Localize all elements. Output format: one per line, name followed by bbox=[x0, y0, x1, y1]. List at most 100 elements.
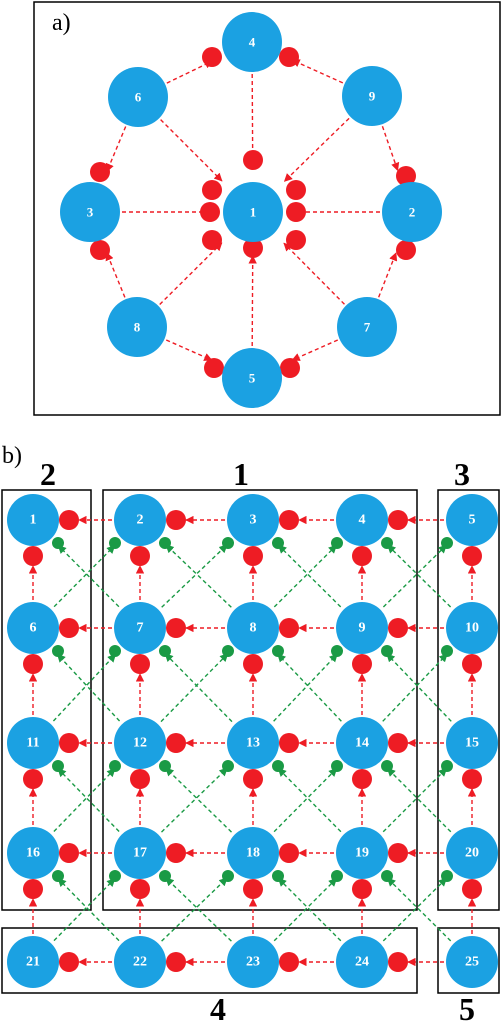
edge-6-to-1 bbox=[160, 119, 223, 182]
red-dot-below-2 bbox=[130, 546, 150, 566]
edge-6-to-3 bbox=[105, 126, 127, 173]
node-b-19-label: 19 bbox=[355, 846, 369, 861]
red-dot-below-7 bbox=[130, 654, 150, 674]
green-dot-right-4 bbox=[381, 537, 393, 549]
green-edge-13-to-9 bbox=[273, 653, 338, 722]
red-dot-a-13 bbox=[396, 166, 416, 186]
red-dot-right-3 bbox=[279, 510, 299, 530]
red-dot-a-3 bbox=[286, 180, 306, 200]
edge-6-to-4 bbox=[166, 60, 214, 84]
red-dot-below-3 bbox=[243, 546, 263, 566]
red-dot-right-13 bbox=[279, 733, 299, 753]
node-b-17 bbox=[114, 827, 166, 879]
red-dot-below-15 bbox=[462, 769, 482, 789]
node-a-9-label: 9 bbox=[369, 89, 376, 104]
node-b-13 bbox=[227, 717, 279, 769]
node-b-16 bbox=[7, 827, 59, 879]
green-dot-right-3 bbox=[272, 537, 284, 549]
red-dot-a-7 bbox=[286, 230, 306, 250]
node-b-25-label: 25 bbox=[465, 955, 479, 970]
red-dot-a-11 bbox=[90, 162, 110, 182]
green-dot-left-4 bbox=[331, 537, 343, 549]
node-a-5-label: 5 bbox=[249, 371, 256, 386]
red-dot-below-1 bbox=[23, 546, 43, 566]
panel-a-label: a) bbox=[52, 10, 71, 36]
edge-8-to-1 bbox=[159, 242, 223, 305]
node-b-4 bbox=[336, 494, 388, 546]
red-dot-right-9 bbox=[388, 618, 408, 638]
green-dot-right-18 bbox=[272, 870, 284, 882]
node-b-18-label: 18 bbox=[246, 846, 260, 861]
green-edge-12-to-6 bbox=[56, 653, 121, 722]
panel-b-green-edges bbox=[52, 544, 452, 942]
node-a-7-label: 7 bbox=[364, 320, 371, 335]
green-dot-left-3 bbox=[222, 537, 234, 549]
edge-8-to-3 bbox=[105, 251, 126, 298]
node-a-8-label: 8 bbox=[134, 320, 141, 335]
green-edge-24-to-18 bbox=[277, 877, 342, 942]
green-edge-17-to-13 bbox=[161, 767, 228, 833]
node-b-5-label: 5 bbox=[469, 513, 476, 528]
node-b-9-label: 9 bbox=[359, 621, 366, 636]
node-b-1 bbox=[7, 494, 59, 546]
green-dot-left-20 bbox=[441, 870, 453, 882]
node-b-19 bbox=[336, 827, 388, 879]
red-dot-right-24 bbox=[388, 952, 408, 972]
green-edge-13-to-7 bbox=[164, 653, 233, 723]
node-b-24 bbox=[336, 936, 388, 988]
node-a-6 bbox=[108, 67, 168, 127]
red-dot-below-9 bbox=[352, 654, 372, 674]
green-edge-15-to-9 bbox=[386, 653, 452, 722]
edge-8-to-5 bbox=[165, 339, 213, 361]
green-dot-left-10 bbox=[441, 645, 453, 657]
green-dot-right-16 bbox=[52, 870, 64, 882]
red-dot-right-19 bbox=[388, 843, 408, 863]
node-b-6-label: 6 bbox=[30, 621, 37, 636]
node-b-21-label: 21 bbox=[26, 955, 40, 970]
red-dot-right-14 bbox=[388, 733, 408, 753]
green-edge-24-to-20 bbox=[382, 877, 448, 942]
green-edge-9-to-5 bbox=[382, 544, 447, 608]
red-dot-a-4 bbox=[200, 202, 220, 222]
green-edge-8-to-2 bbox=[165, 544, 232, 608]
edge-7-to-1 bbox=[283, 242, 345, 305]
red-dot-below-14 bbox=[352, 769, 372, 789]
green-edge-14-to-10 bbox=[382, 653, 448, 722]
green-dot-left-14 bbox=[331, 760, 343, 772]
red-dot-a-6 bbox=[202, 230, 222, 250]
green-edge-19-to-13 bbox=[277, 767, 342, 833]
green-edge-7-to-3 bbox=[161, 544, 228, 608]
red-dot-right-8 bbox=[279, 618, 299, 638]
node-b-11 bbox=[7, 717, 59, 769]
node-b-7 bbox=[114, 602, 166, 654]
green-dot-left-15 bbox=[441, 760, 453, 772]
node-a-6-label: 6 bbox=[135, 90, 142, 105]
red-dot-below-20 bbox=[462, 879, 482, 899]
green-dot-left-17 bbox=[109, 870, 121, 882]
green-edge-18-to-12 bbox=[165, 767, 232, 833]
node-a-1-label: 1 bbox=[250, 205, 257, 220]
node-b-21 bbox=[7, 936, 59, 988]
green-edge-23-to-17 bbox=[165, 877, 232, 942]
group-frame-4 bbox=[1, 927, 418, 994]
node-b-3 bbox=[227, 494, 279, 546]
green-edge-19-to-15 bbox=[382, 767, 448, 833]
node-a-8 bbox=[107, 297, 167, 357]
node-b-20 bbox=[446, 827, 498, 879]
node-b-2-label: 2 bbox=[137, 513, 144, 528]
node-a-5 bbox=[222, 348, 282, 408]
green-dot-right-9 bbox=[381, 645, 393, 657]
group-frame-5 bbox=[437, 927, 500, 994]
green-edge-25-to-19 bbox=[386, 877, 452, 942]
red-dot-a-12 bbox=[90, 240, 110, 260]
red-dot-below-18 bbox=[243, 879, 263, 899]
node-b-20-label: 20 bbox=[465, 846, 479, 861]
edge-9-to-2 bbox=[381, 126, 400, 172]
green-dot-left-19 bbox=[331, 870, 343, 882]
node-b-7-label: 7 bbox=[137, 621, 144, 636]
red-dot-below-8 bbox=[243, 654, 263, 674]
